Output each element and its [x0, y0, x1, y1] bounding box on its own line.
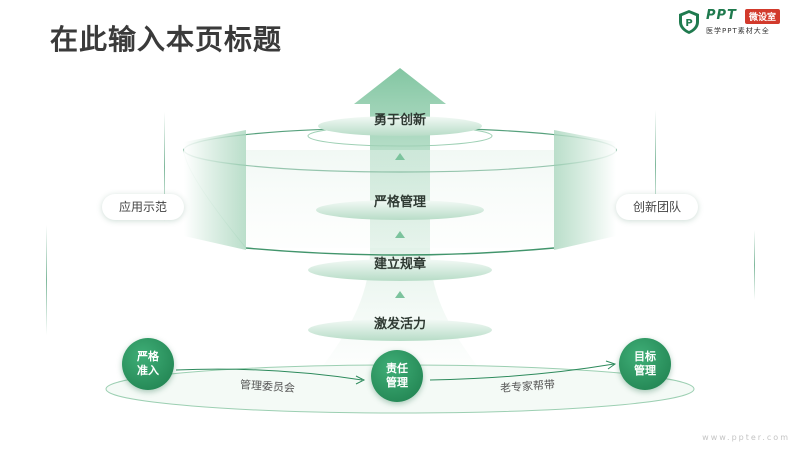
stage-disc [318, 116, 482, 136]
stage-disc [316, 200, 484, 220]
arrow-right-icon [605, 360, 617, 370]
flow-node-3: 目标 管理 [619, 338, 671, 390]
flow-node-2: 责任 管理 [371, 350, 423, 402]
brand-logo: P PPT 微设室 医学PPT素材大全 [678, 8, 796, 38]
ring-bottom [245, 247, 555, 256]
ring-wall-right [554, 130, 616, 250]
step-arrow-icon [395, 153, 405, 160]
flow-node-text: 管理 [386, 376, 408, 389]
deco-line [655, 110, 656, 220]
shield-icon: P [679, 10, 699, 34]
ring-wall-left [184, 130, 246, 250]
deco-line [164, 112, 165, 222]
logo-brand-text: PPT [706, 8, 737, 23]
flow-node-text: 准入 [137, 364, 159, 377]
flow-node-text: 管理 [634, 364, 656, 377]
stage-disc [308, 259, 492, 281]
flow-arrow-2 [429, 363, 615, 381]
logo-tag: 微设室 [745, 9, 781, 24]
flow-node-text: 严格 [137, 350, 159, 363]
svg-text:P: P [685, 18, 692, 29]
pill-left: 应用示范 [102, 194, 184, 220]
deco-line [754, 230, 755, 300]
stage-label-3: 建立规章 [373, 257, 426, 272]
deco-line [46, 225, 47, 335]
logo-subtitle: 医学PPT素材大全 [706, 27, 770, 35]
watermark: www.ppter.com [702, 433, 790, 442]
stage-label-1: 勇于创新 [373, 113, 426, 128]
pill-right: 创新团队 [616, 194, 698, 220]
step-arrow-icon [395, 291, 405, 298]
page-title: 在此输入本页标题 [50, 23, 283, 56]
arrow-right-icon [355, 375, 366, 385]
ring-band [246, 150, 554, 248]
flow-node-1: 严格 准入 [122, 338, 174, 390]
flow-node-text: 责任 [386, 362, 408, 375]
stage-label-2: 严格管理 [373, 195, 426, 210]
flow-node-text: 目标 [634, 350, 656, 363]
step-arrow-icon [395, 231, 405, 238]
stage-disc [308, 319, 492, 341]
stage-label-4: 激发活力 [373, 317, 426, 332]
flow-arrow-1 [175, 368, 363, 381]
